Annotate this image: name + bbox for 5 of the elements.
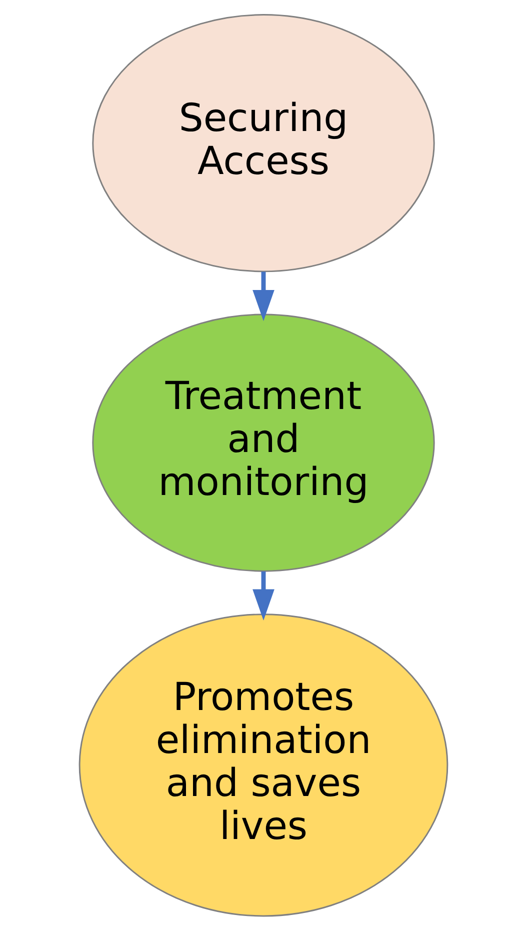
node-ellipse: Securing Access (92, 14, 435, 272)
arrow (252, 571, 274, 620)
arrow (252, 272, 274, 322)
node-ellipse: Promotes elimination and saves lives (78, 614, 448, 917)
node-ellipse: Treatment and monitoring (92, 314, 435, 572)
